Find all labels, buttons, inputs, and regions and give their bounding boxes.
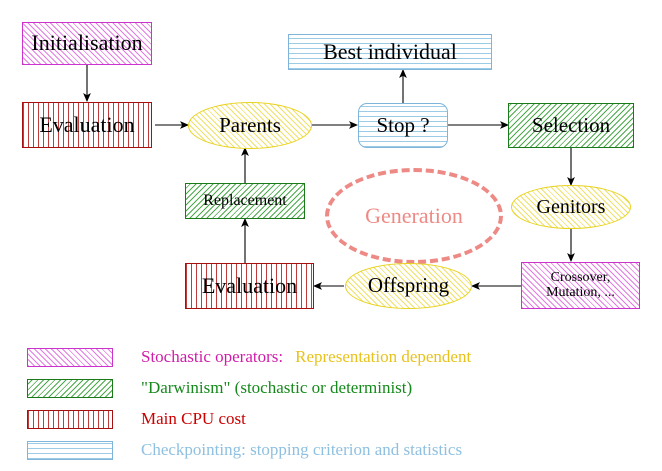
node-best-individual[interactable]: Best individual — [288, 34, 492, 70]
legend: Stochastic operators: Representation dep… — [0, 335, 662, 471]
legend-item-darwinism: "Darwinism" (stochastic or determinist) — [27, 378, 412, 398]
legend-label-main-cpu-cost: Main CPU cost — [141, 409, 246, 428]
node-offspring-label: Offspring — [367, 273, 450, 298]
node-selection-label: Selection — [531, 112, 611, 137]
legend-item-main-cpu-cost: Main CPU cost — [27, 409, 246, 429]
node-genitors[interactable]: Genitors — [511, 185, 631, 229]
node-evaluation-top[interactable]: Evaluation — [22, 102, 152, 148]
legend-swatch-blue-icon — [27, 440, 113, 460]
legend-label-darwinism: "Darwinism" (stochastic or determinist) — [141, 378, 413, 397]
node-variation-operators-label: Crossover, Mutation, ... — [546, 270, 615, 300]
node-variation-operators[interactable]: Crossover, Mutation, ... — [521, 262, 640, 309]
legend-swatch-magenta-icon — [27, 347, 113, 367]
node-replacement-label: Replacement — [203, 191, 287, 209]
node-initialisation-label: Initialisation — [31, 30, 143, 56]
node-initialisation[interactable]: Initialisation — [22, 22, 152, 65]
node-parents[interactable]: Parents — [188, 102, 312, 149]
node-genitors-label: Genitors — [536, 195, 606, 218]
legend-item-stochastic-operators: Stochastic operators: Representation dep… — [27, 347, 471, 367]
node-generation-label: Generation — [365, 203, 463, 228]
node-selection[interactable]: Selection — [508, 103, 634, 148]
legend-swatch-red-icon — [27, 409, 113, 429]
node-offspring[interactable]: Offspring — [345, 263, 472, 309]
legend-label-checkpointing: Checkpointing: stopping criterion and st… — [141, 440, 463, 459]
node-generation-cycle: Generation — [325, 168, 503, 264]
node-stop-condition[interactable]: Stop ? — [358, 103, 448, 148]
node-best-individual-label: Best individual — [323, 38, 457, 64]
node-parents-label: Parents — [219, 112, 281, 137]
node-stop-condition-label: Stop ? — [376, 112, 430, 137]
legend-swatch-green-icon — [27, 378, 113, 398]
legend-label-stochastic-operators: Stochastic operators: — [141, 347, 284, 366]
legend-item-checkpointing: Checkpointing: stopping criterion and st… — [27, 440, 462, 460]
node-replacement[interactable]: Replacement — [185, 183, 305, 219]
node-evaluation-top-label: Evaluation — [39, 111, 135, 137]
node-evaluation-bottom[interactable]: Evaluation — [185, 263, 314, 309]
legend-label-representation-dependent: Representation dependent — [295, 347, 472, 366]
node-evaluation-bottom-label: Evaluation — [201, 272, 298, 298]
